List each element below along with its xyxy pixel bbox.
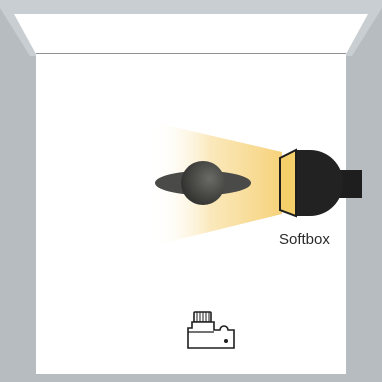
softbox-diffuser xyxy=(279,148,297,218)
softbox-body xyxy=(296,150,343,216)
camera-icon xyxy=(187,311,235,349)
room-ceiling-panel xyxy=(14,14,368,54)
softbox-label: Softbox xyxy=(279,231,330,248)
subject-head xyxy=(181,161,225,205)
